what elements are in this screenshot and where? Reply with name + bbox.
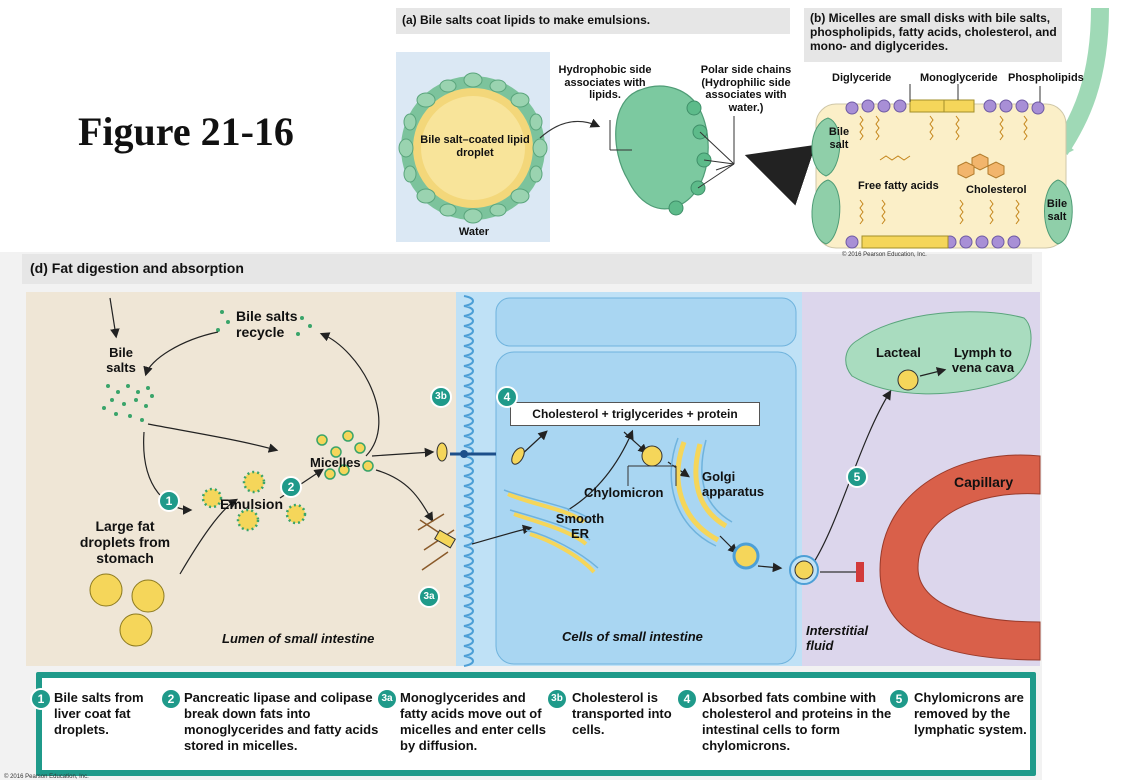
step-3a-badge: 3a — [418, 586, 440, 608]
bile-salt-dot — [106, 384, 110, 388]
panel-a-header: (a) Bile salts coat lipids to make emuls… — [402, 13, 651, 27]
bile-salt-dot — [146, 386, 150, 390]
polar-label: Polar side chains (Hydrophilic side asso… — [700, 64, 792, 114]
diglyceride-label: Diglyceride — [832, 72, 892, 84]
bile-salt-dot — [126, 384, 130, 388]
step-3b-badge: 3b — [430, 386, 452, 408]
legend-badge-2: 2 — [160, 688, 182, 710]
monoglyceride-label: Monoglyceride — [920, 72, 998, 84]
bile-salt-dot — [128, 414, 132, 418]
figure-title: Figure 21-16 — [78, 109, 294, 154]
lumen-label: Lumen of small intestine — [222, 631, 375, 646]
panel-d-copyright: © 2016 Pearson Education, Inc. — [4, 774, 89, 780]
panel-d-art — [89, 297, 947, 647]
panel-d-header: (d) Fat digestion and absorption — [30, 260, 244, 276]
legend-badge-3b: 3b — [546, 688, 568, 710]
panel-a-header-bar — [396, 8, 790, 34]
panel-a-art — [398, 72, 816, 224]
legend-text-2: Pancreatic lipase and colipase break dow… — [184, 690, 379, 753]
bile-salt-dot — [150, 394, 154, 398]
bile-salt-dot — [110, 398, 114, 402]
legend-panel — [42, 678, 1030, 770]
free-fatty-acids-label: Free fatty acids — [858, 180, 939, 192]
water-label: Water — [458, 226, 490, 238]
cells-label: Cells of small intestine — [562, 629, 703, 644]
panel-b-art — [811, 7, 1109, 249]
bile-salts-label: Bile salts — [106, 345, 136, 375]
step-5-badge: 5 — [846, 466, 868, 488]
panel-d-header-bar — [22, 254, 1032, 284]
chylomicron-label: Chylomicron — [584, 485, 664, 500]
panel-b-header: (b) Micelles are small disks with bile s… — [810, 11, 1057, 53]
bile-salt-dot — [102, 406, 106, 410]
bile-salt-left-label: Bile salt — [828, 126, 850, 151]
emulsion-label: Emulsion — [220, 496, 284, 512]
cholesterol-label: Cholesterol — [966, 184, 1027, 196]
bile-salt-dot — [134, 398, 138, 402]
bile-salts-recycle-label: Bile salts recycle — [236, 308, 298, 341]
legend-badge-3a: 3a — [376, 688, 398, 710]
legend-badge-4: 4 — [676, 688, 698, 710]
droplet-label: Bile salt–coated lipid droplet — [420, 134, 530, 159]
large-fat-label: Large fat droplets from stomach — [79, 518, 171, 567]
bile-salt-dot — [116, 390, 120, 394]
step-4-badge: 4 — [496, 386, 518, 408]
hydrophobic-label: Hydrophobic side associates with lipids. — [558, 64, 652, 102]
bile-salt-dot — [136, 390, 140, 394]
legend-badge-1: 1 — [30, 688, 52, 710]
step-2-badge: 2 — [280, 476, 302, 498]
bile-salt-dot — [122, 402, 126, 406]
bile-salt-dot — [144, 404, 148, 408]
legend-text-4: Absorbed fats combine with cholesterol a… — [702, 690, 892, 753]
legend-badge-5: 5 — [888, 688, 910, 710]
smooth-er-label: Smooth ER — [555, 511, 605, 541]
legend-text-5: Chylomicrons are removed by the lymphati… — [914, 690, 1027, 737]
golgi-label: Golgi apparatus — [702, 469, 765, 499]
lacteal-label: Lacteal — [876, 345, 921, 360]
bile-salt-right-label: Bile salt — [1046, 198, 1068, 223]
legend-text-1: Bile salts from liver coat fat droplets. — [54, 690, 144, 737]
legend-text-3b: Cholesterol is transported into cells. — [572, 690, 672, 737]
capillary-label: Capillary — [954, 474, 1014, 490]
panel-b-header-bar — [804, 8, 1062, 62]
interstitial-label: Interstitial fluid — [806, 623, 869, 653]
lymph-label: Lymph to vena cava — [951, 345, 1015, 375]
panel-b-copyright: © 2016 Pearson Education, Inc. — [842, 252, 927, 258]
step-1-badge: 1 — [158, 490, 180, 512]
phospholipids-label: Phospholipids — [1008, 72, 1084, 84]
bile-salt-dot — [140, 418, 144, 422]
ctp-box: Cholesterol + triglycerides + protein — [510, 402, 760, 426]
bile-salt-dot — [114, 412, 118, 416]
micelles-label: Micelles — [310, 455, 361, 470]
legend-text-3a: Monoglycerides and fatty acids move out … — [400, 690, 546, 753]
